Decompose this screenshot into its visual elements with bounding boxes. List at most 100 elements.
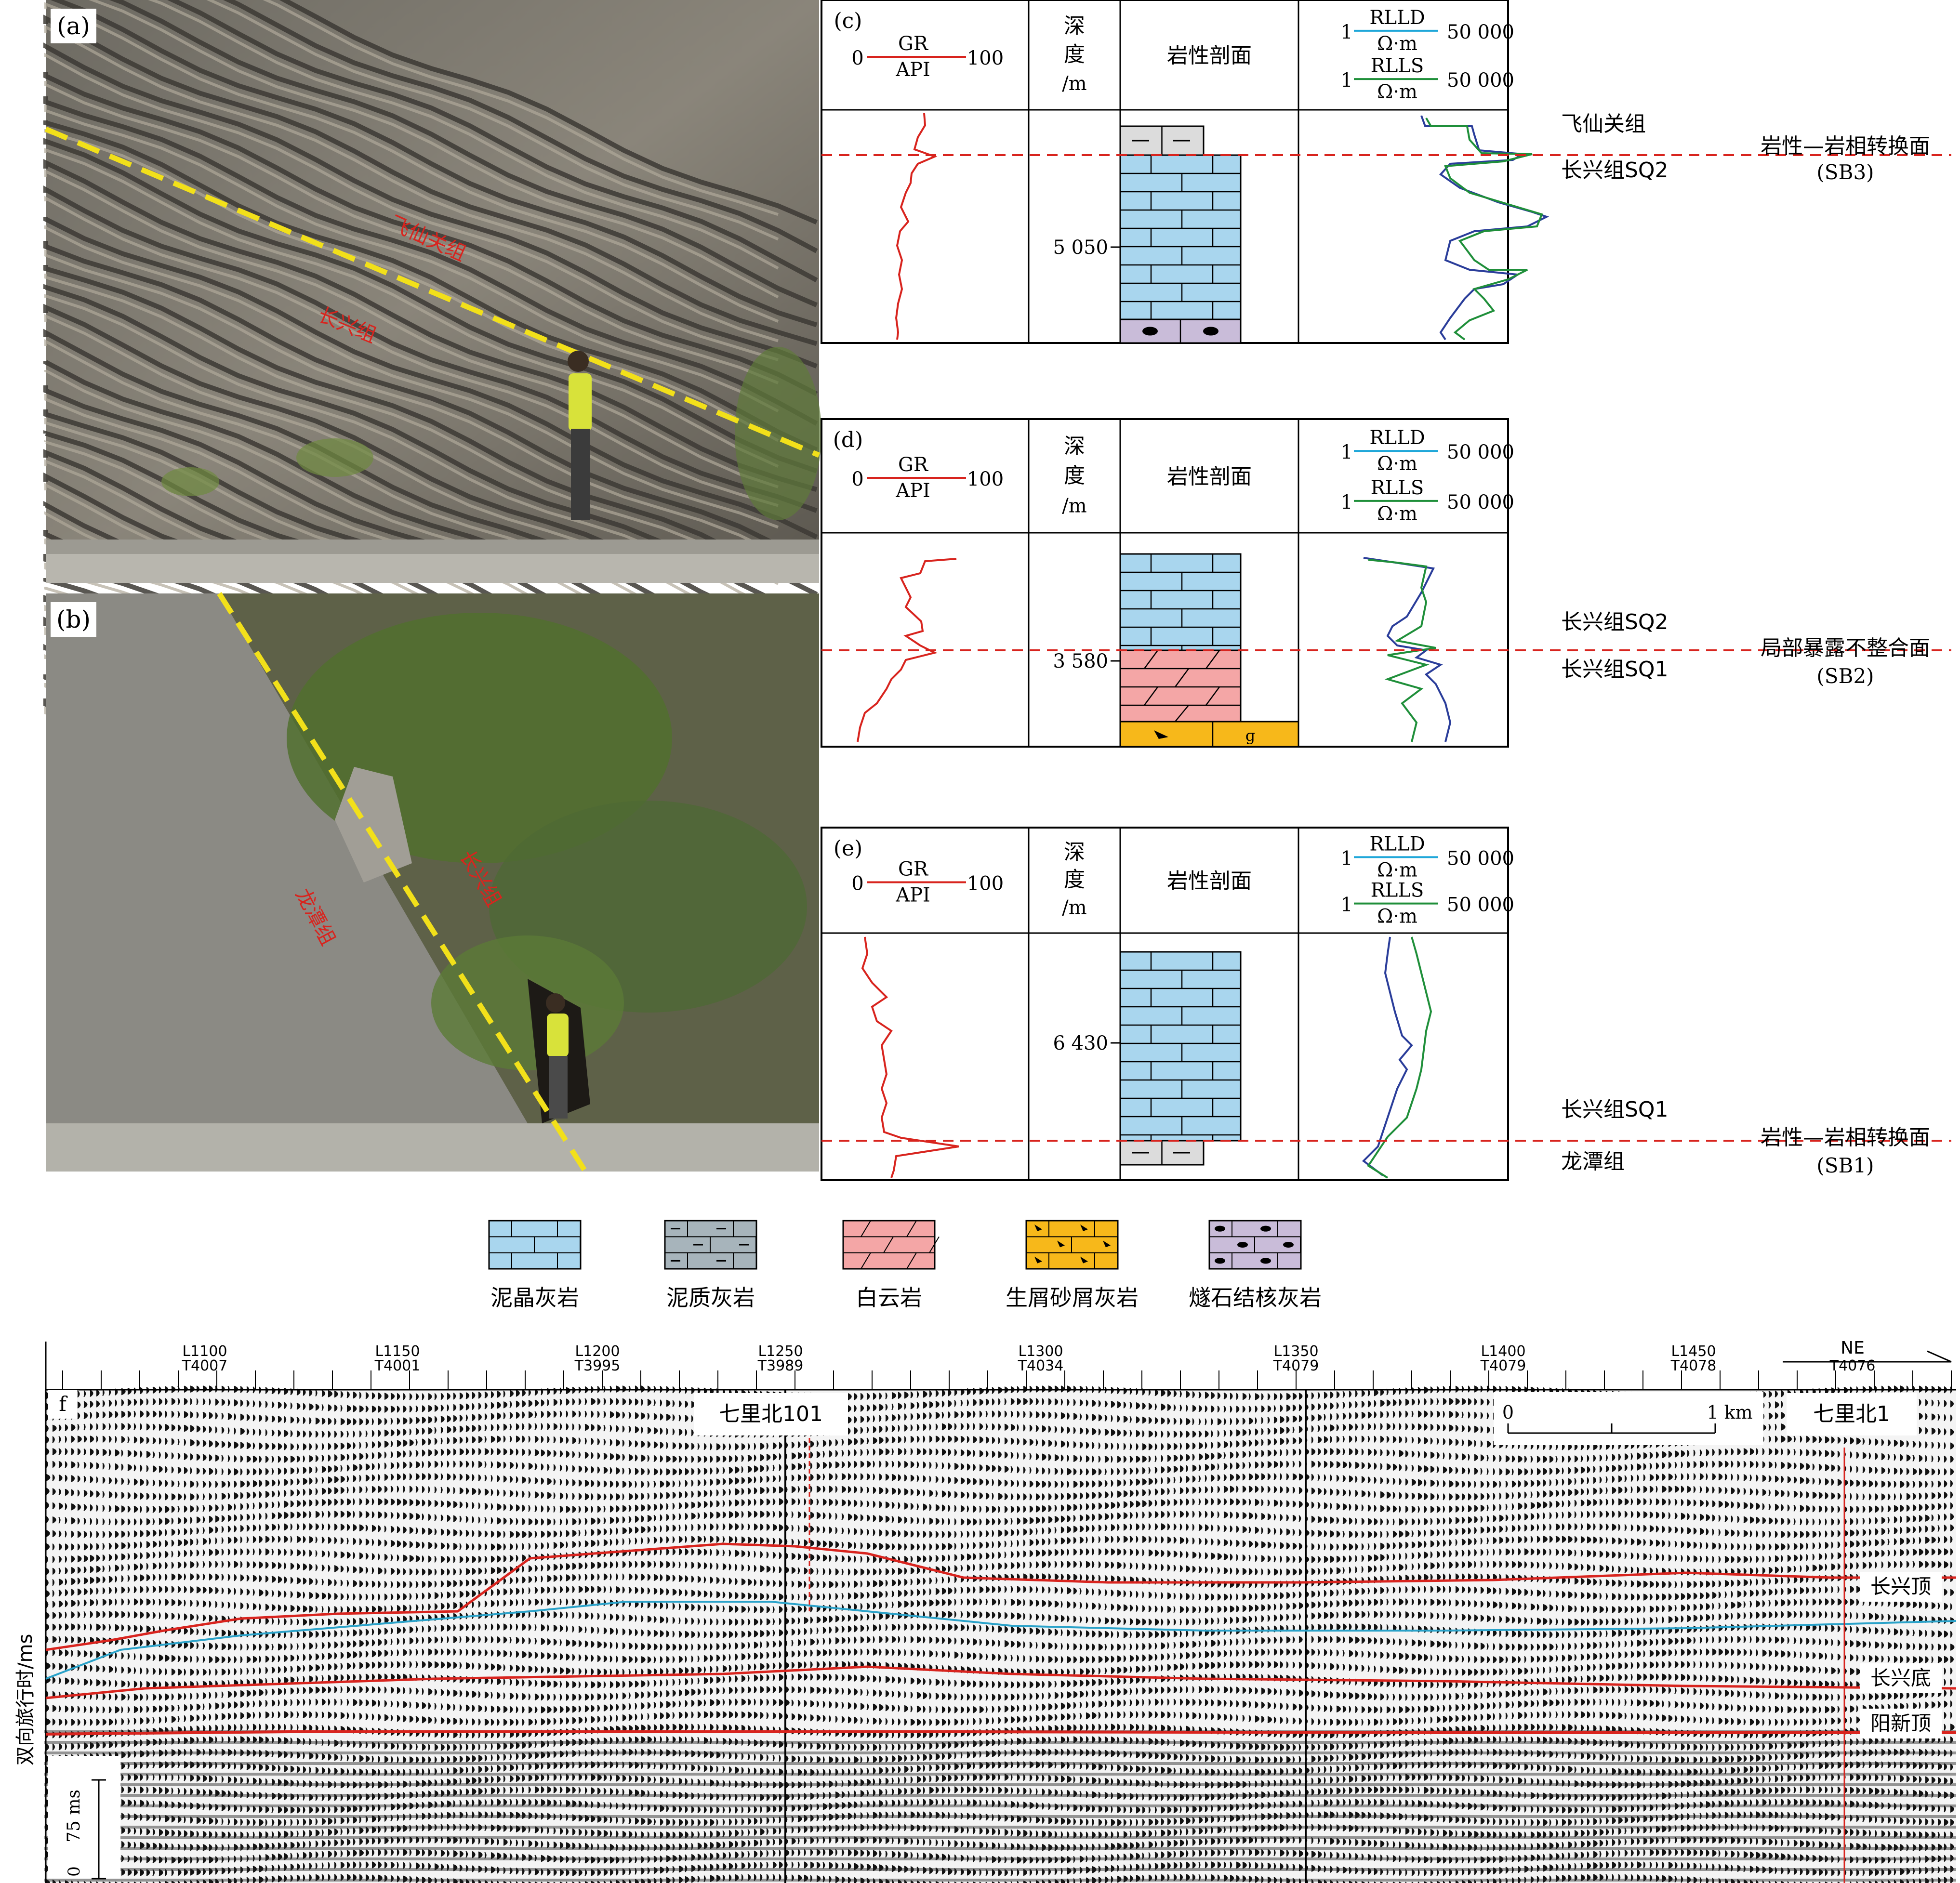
legend-label: 白云岩 [856, 1285, 922, 1311]
rlls-label: RLLS [1371, 880, 1424, 902]
legend-item-2: 泥质灰岩 [664, 1220, 757, 1311]
gr-curve [861, 936, 959, 1178]
photo-label-b: (b) [51, 602, 96, 637]
legend-label: 泥晶灰岩 [490, 1285, 579, 1311]
lith-header: 岩性剖面 [1167, 869, 1252, 894]
legend-item-4: 生屑砂屑灰岩 [1006, 1220, 1139, 1311]
rlld-min-label: 1 [1340, 441, 1352, 463]
trace-line-label: L1100 [182, 1343, 227, 1360]
horizon-label-base: 长兴底 [1860, 1663, 1942, 1693]
trace-number-label: T3995 [574, 1357, 621, 1374]
seismic-background [44, 1390, 1956, 1883]
trace-line-label: L1450 [1671, 1343, 1716, 1360]
rlls-unit: Ω·m [1377, 906, 1417, 928]
rlls-curve [1425, 117, 1543, 341]
lith-bed-0 [1119, 951, 1242, 1142]
horizon-changxing-top [45, 1542, 1956, 1651]
log-panel-frame [821, 827, 1509, 1181]
rlld-curve [1420, 115, 1549, 341]
boundary-name: 岩性—岩相转换面 [1761, 1125, 1930, 1150]
trace-number-label: T4079 [1273, 1357, 1319, 1374]
legend-item-3: 白云岩 [842, 1220, 940, 1311]
rlld-min-label: 1 [1340, 21, 1352, 43]
gr-unit: API [895, 884, 930, 907]
rlls-curve [1367, 936, 1432, 1179]
horizon-label-yangxin: 阳新顶 [1860, 1709, 1942, 1738]
depth-tick-label: 3 580 [1053, 650, 1108, 672]
lower-unit-label: 长兴组SQ2 [1561, 158, 1669, 183]
depth-header-unit: /m [1062, 495, 1086, 517]
trace-line-label: L1150 [375, 1343, 420, 1360]
gr-label: GR [898, 454, 929, 476]
trace-line-label: L1300 [1018, 1343, 1063, 1360]
rlld-max-label: 50 000 [1447, 441, 1514, 463]
person-figure-a [568, 351, 592, 520]
depth-header-2: 度 [1064, 42, 1085, 67]
lith-bed-1 [1119, 649, 1242, 723]
direction-label: NE [1841, 1338, 1865, 1358]
rlls-max-label: 50 000 [1447, 491, 1514, 514]
trace-line-label: L1200 [575, 1343, 620, 1360]
depth-header-unit: /m [1062, 897, 1086, 919]
gr-curve [857, 558, 957, 742]
seismic-panel-label: f [48, 1390, 77, 1419]
trace-line-label: L1400 [1481, 1343, 1525, 1360]
gr-max-label: 100 [967, 873, 1004, 895]
legend-item-5: 燧石结核灰岩 [1189, 1220, 1322, 1311]
lith-header: 岩性剖面 [1167, 43, 1252, 68]
gr-label: GR [898, 33, 929, 55]
boundary-name: 岩性—岩相转换面 [1761, 134, 1930, 158]
log-panel-label: (d) [833, 428, 863, 452]
legend-label: 生屑砂屑灰岩 [1006, 1285, 1139, 1311]
photo-b: (b) 龙潭组 长兴组 [46, 592, 819, 1173]
seismic-trace-axis: L1100T4007L1150T4001L1200T3995L1250T3989… [45, 1342, 1956, 1883]
depth-header-2: 度 [1064, 868, 1085, 892]
rlld-curve [1363, 557, 1452, 742]
trace-number-label: T4078 [1670, 1357, 1717, 1374]
trace-number-label: T4007 [182, 1357, 228, 1374]
rlls-label: RLLS [1371, 55, 1424, 77]
depth-header-unit: /m [1062, 73, 1086, 95]
rlls-min-label: 1 [1340, 894, 1352, 916]
lower-unit-label: 龙潭组 [1561, 1149, 1625, 1174]
bioclast-symbol: ɡ [1245, 726, 1255, 745]
depth-tick-label: 6 430 [1053, 1032, 1108, 1054]
rlls-unit: Ω·m [1377, 503, 1417, 525]
legend-label: 燧石结核灰岩 [1189, 1285, 1322, 1311]
upper-unit-label: 长兴组SQ2 [1561, 610, 1669, 634]
upper-unit-label: 飞仙关组 [1561, 112, 1646, 136]
photo-label-a: (a) [51, 9, 96, 43]
lower-unit-label: 长兴组SQ1 [1561, 657, 1669, 682]
gr-min-label: 0 [851, 468, 863, 490]
horizon-blue-marker [45, 1601, 1957, 1680]
boundary-name: 局部暴露不整合面 [1761, 636, 1930, 660]
boundary-code: (SB1) [1816, 1154, 1874, 1177]
gr-curve [895, 113, 938, 340]
trace-number-label: T4034 [1018, 1357, 1064, 1374]
scale-max-label: 1 km [1707, 1402, 1752, 1423]
rlld-max-label: 50 000 [1447, 21, 1514, 43]
lith-bed-2 [1119, 721, 1299, 748]
depth-header-2: 度 [1064, 463, 1085, 488]
trace-line-label: L1350 [1273, 1343, 1318, 1360]
trace-number-label: T3989 [757, 1357, 804, 1374]
trace-line-label: L1250 [758, 1343, 803, 1360]
time-scale-bar: 75 ms0 [48, 1756, 120, 1880]
boundary-code: (SB2) [1816, 664, 1874, 688]
seismic-wiggles [44, 1385, 1956, 1883]
well-label-qlb101: 七里北101 [694, 1393, 848, 1435]
rlls-min-label: 1 [1340, 491, 1352, 514]
boundary-code: (SB3) [1816, 160, 1874, 184]
trace-number-label: T4079 [1480, 1357, 1526, 1374]
log-panel-label: (c) [834, 9, 862, 33]
scale-min-label: 0 [1502, 1402, 1514, 1423]
rlls-max-label: 50 000 [1447, 894, 1514, 916]
rlls-min-label: 1 [1340, 69, 1352, 92]
rlld-unit: Ω·m [1377, 33, 1417, 55]
depth-header-1: 深 [1064, 13, 1085, 38]
rlls-max-label: 50 000 [1447, 69, 1514, 92]
rlls-curve [1368, 559, 1436, 742]
